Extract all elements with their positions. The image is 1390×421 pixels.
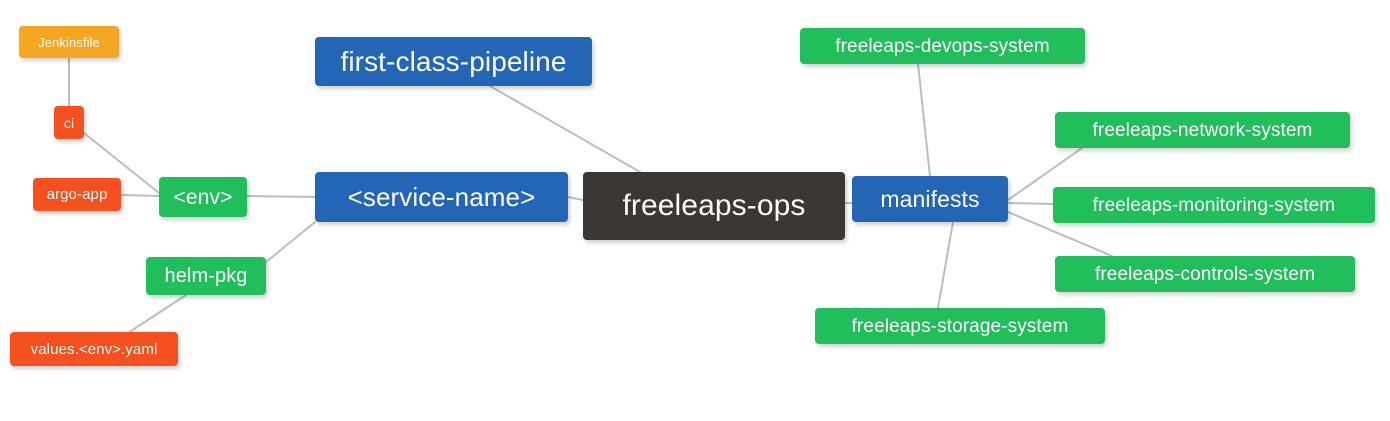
node-manifests[interactable]: manifests [852,176,1008,222]
node-label-devops-system: freeleaps-devops-system [835,35,1050,57]
node-label-service-name: <service-name> [347,182,536,212]
node-label-argo-app: argo-app [46,186,108,203]
node-controls-system[interactable]: freeleaps-controls-system [1055,256,1355,292]
node-label-controls-system: freeleaps-controls-system [1094,263,1316,285]
node-label-network-system: freeleaps-network-system [1092,119,1313,141]
node-monitoring-system[interactable]: freeleaps-monitoring-system [1053,187,1375,223]
node-label-helm-pkg: helm-pkg [164,265,248,287]
node-storage-system[interactable]: freeleaps-storage-system [815,308,1105,344]
node-devops-system[interactable]: freeleaps-devops-system [800,28,1085,64]
node-jenkinsfile[interactable]: Jenkinsfile [19,26,119,58]
node-service-name[interactable]: <service-name> [315,172,568,222]
node-label-monitoring-system: freeleaps-monitoring-system [1092,194,1336,216]
edge-service-name-to-helm-pkg [265,221,316,263]
node-label-first-class-pipeline: first-class-pipeline [340,45,567,77]
node-argo-app[interactable]: argo-app [33,178,121,211]
node-helm-pkg[interactable]: helm-pkg [146,257,266,295]
edge-helm-pkg-to-values-env-yaml [127,294,187,334]
node-ci[interactable]: ci [54,106,84,139]
edge-manifests-to-devops-system [917,63,931,177]
node-first-class-pipeline[interactable]: first-class-pipeline [315,37,592,86]
edge-first-class-pipeline-to-freeleaps-ops [489,85,641,173]
node-label-values-env-yaml: values.<env>.yaml [30,340,158,358]
node-values-env-yaml[interactable]: values.<env>.yaml [10,332,178,366]
edge-argo-app-to-env [120,194,160,197]
node-freeleaps-ops[interactable]: freeleaps-ops [583,172,845,240]
node-label-ci: ci [63,114,75,131]
node-network-system[interactable]: freeleaps-network-system [1055,112,1350,148]
node-label-manifests: manifests [880,185,980,212]
node-label-storage-system: freeleaps-storage-system [851,315,1069,337]
node-label-jenkinsfile: Jenkinsfile [38,34,100,50]
node-label-freeleaps-ops: freeleaps-ops [622,189,806,222]
edge-service-name-to-freeleaps-ops [567,196,584,201]
node-env[interactable]: <env> [159,177,247,217]
edge-manifests-to-monitoring-system [1007,202,1054,205]
node-label-env: <env> [173,185,233,209]
edge-env-to-service-name [246,195,316,198]
edge-manifests-to-storage-system [937,221,954,309]
